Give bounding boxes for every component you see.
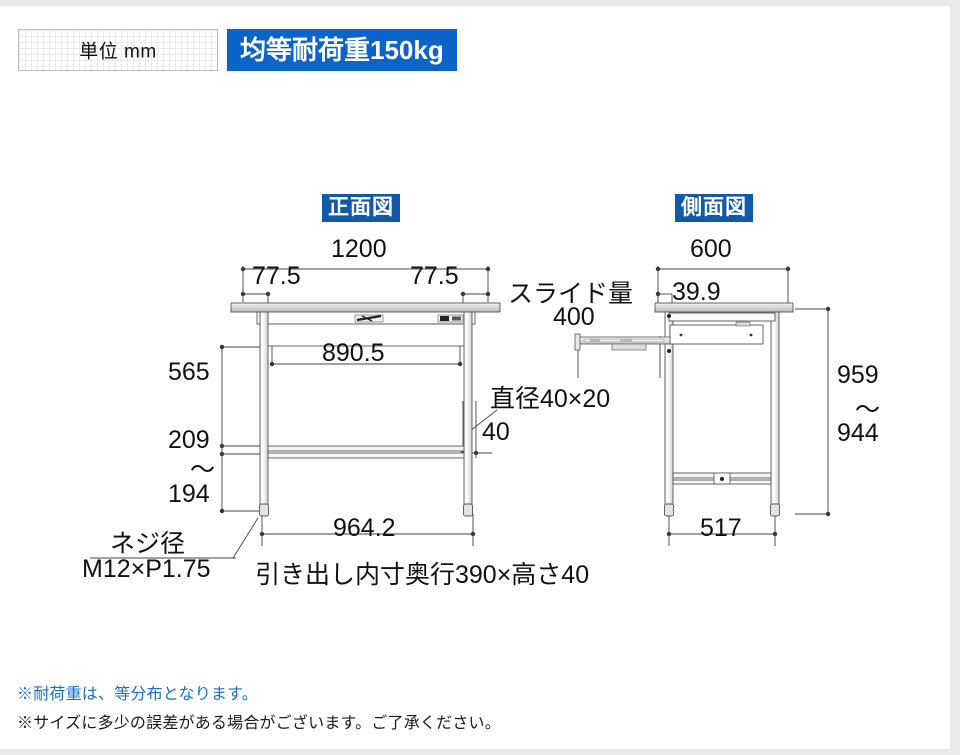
dim-upper-height: 565 [168,358,210,386]
unit-label: 単位 mm [79,41,157,63]
dim-side-height-top: 959 [837,361,879,389]
dim-lower-height-bottom: 194 [168,480,210,508]
dim-side-depth: 600 [690,235,732,263]
front-view-geometry [230,302,501,517]
label-slide-amount: スライド量 [508,280,634,308]
note-size-tolerance: ※サイズに多少の誤差がある場合がございます。ご了承ください。 [17,715,501,732]
label-caster-note: 直径40×20 [490,385,611,413]
label-screw-spec: M12×P1.75 [82,555,211,583]
side-view-title: 側面図 [675,194,753,222]
dim-lower-height-top: 209 [168,426,210,454]
slide-rail [574,333,671,351]
dim-top-thickness: 39.9 [672,278,721,306]
drawing-canvas: 単位 mm 均等耐荷重150kg 正面図 側面図 [0,6,950,749]
front-view-title: 正面図 [322,194,400,222]
dim-front-inset-right: 77.5 [410,262,459,290]
dim-side-foot-span: 517 [700,514,742,542]
label-screw-diameter: ネジ径 [110,530,186,558]
unit-legend-box: 単位 mm [18,29,218,71]
dim-front-inset-left: 77.5 [252,262,301,290]
note-load-distribution: ※耐荷重は、等分布となります。 [17,686,258,703]
dim-front-width: 1200 [331,235,387,263]
dim-side-height-bottom: 944 [837,419,879,447]
dim-drawer-inner-width: 890.5 [322,339,385,367]
drawer-handle-icon [354,314,384,323]
load-capacity-badge: 均等耐荷重150kg [227,29,457,71]
drawer-lock-icon [437,314,464,323]
label-drawer-inner-note: 引き出し内寸奥行390×高さ40 [255,561,590,589]
dim-front-foot-span: 964.2 [333,514,396,542]
dim-foot-height: 40 [482,418,510,446]
dim-side-height-wave: 〜 [855,396,881,424]
dim-slide-amount: 400 [553,303,595,331]
technical-drawing [90,266,831,559]
dim-lower-height-wave: 〜 [190,456,216,484]
